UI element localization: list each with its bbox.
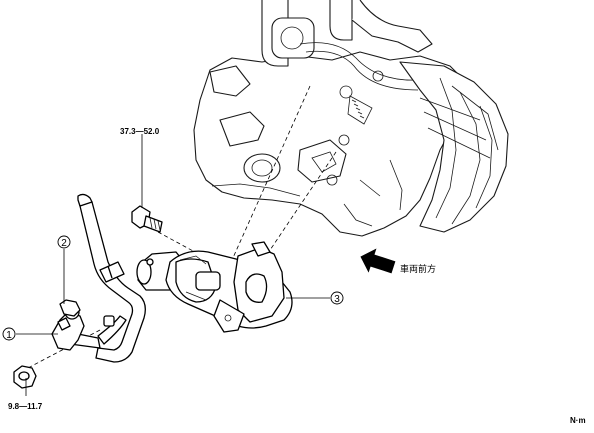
torque-label-nut: 9.8—11.7 — [8, 402, 43, 411]
vehicle-front-label: 車両前方 — [400, 263, 436, 274]
callout-3: 3 — [330, 291, 344, 305]
leader-lines — [16, 134, 330, 396]
callout-3-number: 3 — [334, 294, 340, 305]
torque-label-bolt: 37.3—52.0 — [120, 127, 160, 136]
callout-2-number: 2 — [61, 238, 67, 249]
nut — [13, 365, 37, 389]
vehicle-front-arrow-icon — [360, 248, 396, 274]
bracket — [51, 299, 85, 351]
unit-label: N·m — [570, 416, 586, 425]
mounting-bolt — [131, 205, 163, 233]
callout-1: 1 — [2, 327, 16, 341]
callout-1-number: 1 — [6, 330, 12, 341]
callout-2: 2 — [57, 235, 71, 249]
starter-motor — [136, 241, 293, 333]
engine-transmission-illustration — [193, 0, 509, 237]
